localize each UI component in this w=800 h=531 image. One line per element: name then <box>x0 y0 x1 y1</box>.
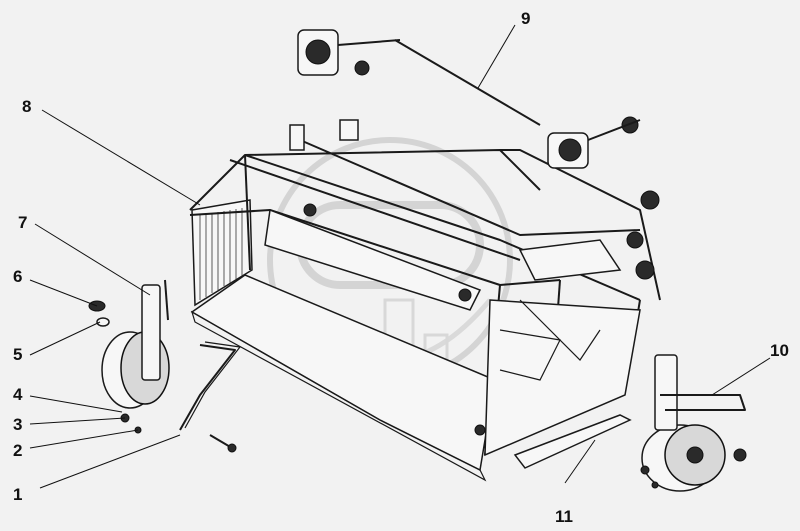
callout-7: 7 <box>18 213 27 232</box>
callout-5: 5 <box>13 345 22 364</box>
callout-4: 4 <box>13 385 23 404</box>
harvester-frame <box>189 29 661 482</box>
callout-labels: 1 2 3 4 5 6 7 8 9 10 11 <box>13 9 789 526</box>
callout-3: 3 <box>13 415 22 434</box>
callout-6: 6 <box>13 267 22 286</box>
callout-10: 10 <box>770 341 789 360</box>
gearbox-top-left <box>297 29 401 76</box>
gearbox-right <box>547 116 660 280</box>
right-wheel-assembly <box>640 354 747 492</box>
callout-8: 8 <box>22 97 31 116</box>
leader-lines <box>29 24 771 489</box>
callout-11: 11 <box>555 507 573 526</box>
callout-1: 1 <box>13 485 22 504</box>
callout-9: 9 <box>521 9 530 28</box>
callout-2: 2 <box>13 441 22 460</box>
